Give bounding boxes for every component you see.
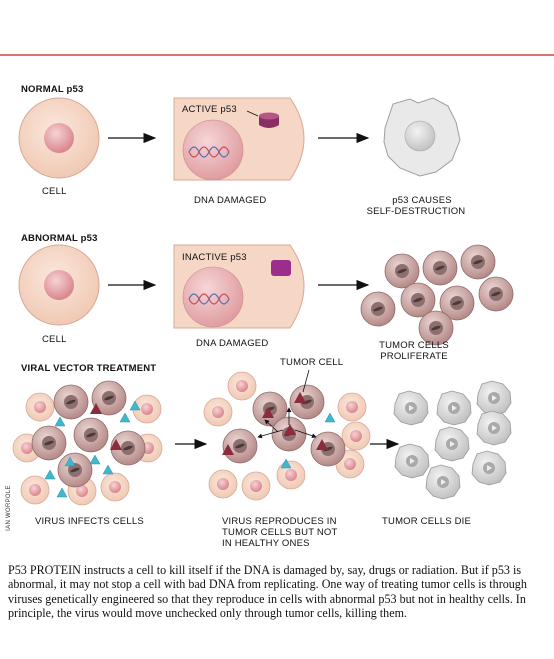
abnormal-cell-label: CELL	[42, 334, 67, 345]
inactive-p53-icon	[271, 260, 291, 276]
abnormal-damaged-cell	[173, 244, 305, 329]
viral-step2	[203, 369, 371, 501]
step2-line2: TUMOR CELLS BUT NOT	[222, 527, 338, 538]
proliferating-tumor-cells	[360, 244, 514, 346]
normal-damaged-cell	[173, 97, 305, 181]
normal-heading: NORMAL p53	[21, 84, 84, 95]
figure-caption: P53 PROTEIN instructs a cell to kill its…	[8, 563, 548, 621]
inactive-p53-label: INACTIVE p53	[182, 252, 247, 263]
tumor-cell-label: TUMOR CELL	[280, 357, 344, 368]
normal-section	[18, 97, 461, 181]
abnormal-section	[18, 244, 514, 346]
abnormal-outcome-line1: TUMOR CELLS	[379, 340, 449, 351]
viral-heading: VIRAL VECTOR TREATMENT	[21, 363, 157, 374]
illustrator-credit: IAN WORPOLE	[5, 485, 12, 531]
active-p53-icon	[259, 112, 279, 128]
viral-step1	[12, 380, 163, 506]
normal-cell-label: CELL	[42, 186, 67, 197]
p53-diagram	[12, 97, 514, 506]
normal-outcome-line2: SELF-DESTRUCTION	[366, 206, 466, 217]
abnormal-damaged-label: DNA DAMAGED	[196, 338, 269, 349]
abnormal-heading: ABNORMAL p53	[21, 233, 98, 244]
normal-damaged-label: DNA DAMAGED	[194, 195, 267, 206]
tumor-cell-pointer	[302, 369, 310, 393]
step1-label: VIRUS INFECTS CELLS	[35, 516, 144, 527]
active-p53-label: ACTIVE p53	[182, 104, 237, 115]
normal-cell	[18, 97, 100, 179]
caption-body: instructs a cell to kill itself if the D…	[8, 563, 527, 621]
viral-step3-dead-cells	[393, 380, 512, 500]
step3-label: TUMOR CELLS DIE	[382, 516, 472, 527]
step2-line1: VIRUS REPRODUCES IN	[222, 516, 337, 527]
top-rule	[0, 54, 554, 56]
normal-outcome-line1: p53 CAUSES	[392, 195, 452, 206]
abnormal-cell	[18, 244, 100, 326]
caption-lead: P53 PROTEIN	[8, 563, 81, 577]
abnormal-outcome-line2: PROLIFERATE	[380, 351, 448, 362]
step2-line3: IN HEALTHY ONES	[222, 538, 310, 549]
self-destruct-cell	[383, 97, 461, 177]
